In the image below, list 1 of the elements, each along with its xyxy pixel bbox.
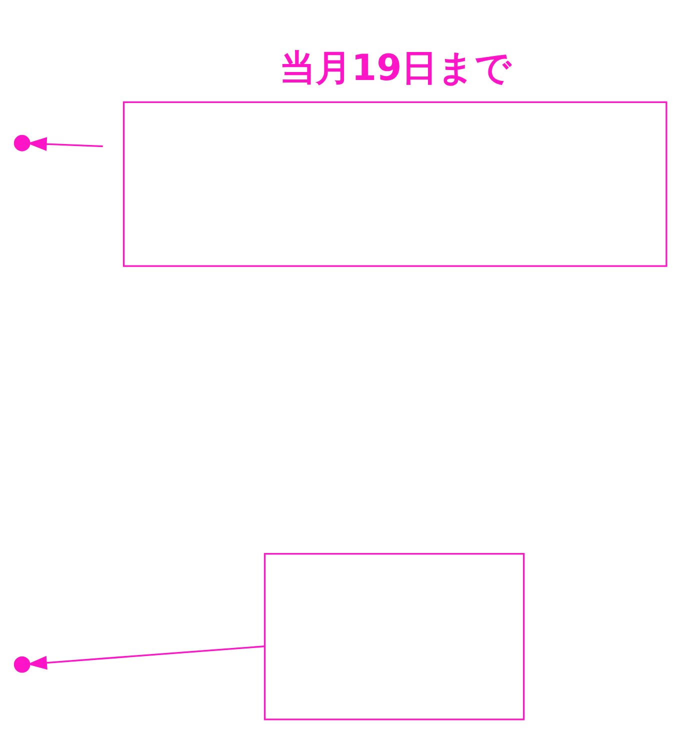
node-label: 当月19日まで — [280, 46, 512, 89]
